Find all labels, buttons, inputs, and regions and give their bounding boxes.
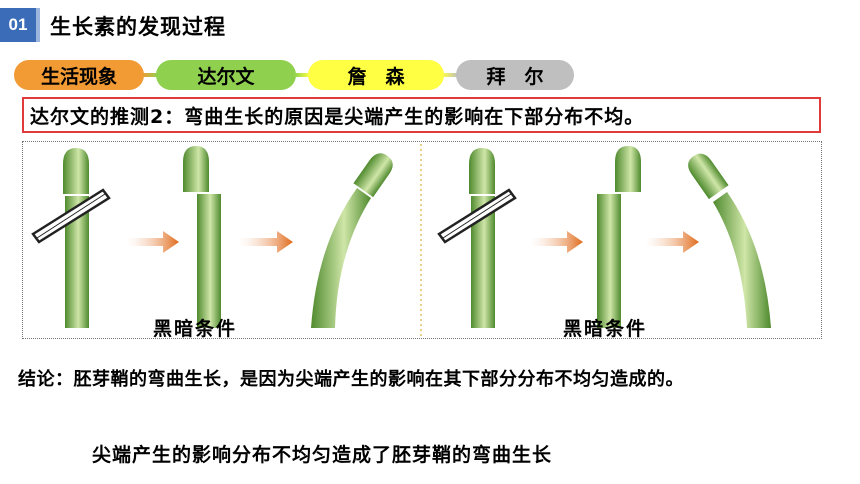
section-number-edge xyxy=(36,8,40,42)
summary-text: 尖端产生的影响分布不均匀造成了胚芽鞘的弯曲生长 xyxy=(92,444,553,466)
experiment-figure: 黑暗条件 黑暗条件 xyxy=(22,141,822,340)
timeline-connector xyxy=(442,73,458,77)
conclusion-text: 结论：胚芽鞘的弯曲生长，是因为尖端产生的影响在其下部分分布不均匀造成的。 xyxy=(18,369,684,390)
hypothesis-text: 达尔文的推测2：弯曲生长的原因是尖端产生的影响在下部分布不均。 xyxy=(30,105,645,128)
arrow-right-icon xyxy=(645,231,699,253)
coleoptile-tip-offset-right xyxy=(597,146,641,328)
timeline-connector xyxy=(142,73,158,77)
arrow-right-icon xyxy=(239,231,293,253)
page-title: 生长素的发现过程 xyxy=(50,15,226,39)
arrow-right-icon xyxy=(127,231,179,253)
timeline-item-bayliss[interactable]: 拜 尔 xyxy=(456,60,574,90)
razor-blade-icon xyxy=(31,188,111,244)
timeline-item-jensen[interactable]: 詹 森 xyxy=(308,60,444,90)
hypothesis-box: 达尔文的推测2：弯曲生长的原因是尖端产生的影响在下部分布不均。 xyxy=(22,97,821,133)
section-number-badge: 01 xyxy=(0,8,36,42)
razor-blade-icon xyxy=(437,188,517,244)
condition-label-left: 黑暗条件 xyxy=(153,318,238,340)
timeline-item-life-phenomenon[interactable]: 生活现象 xyxy=(14,60,144,90)
coleoptile-bent-left xyxy=(311,153,393,328)
timeline-connector xyxy=(294,73,310,77)
coleoptile-cut-left xyxy=(63,148,89,328)
history-timeline: 生活现象 达尔文 詹 森 拜 尔 xyxy=(14,60,574,90)
condition-label-right: 黑暗条件 xyxy=(563,318,648,340)
coleoptile-bent-right xyxy=(688,153,771,328)
coleoptile-tip-offset-left xyxy=(183,146,221,328)
arrow-right-icon xyxy=(531,231,583,253)
coleoptile-cut-right xyxy=(469,148,495,328)
timeline-item-darwin[interactable]: 达尔文 xyxy=(156,60,296,90)
experiment-diagram xyxy=(31,144,771,338)
